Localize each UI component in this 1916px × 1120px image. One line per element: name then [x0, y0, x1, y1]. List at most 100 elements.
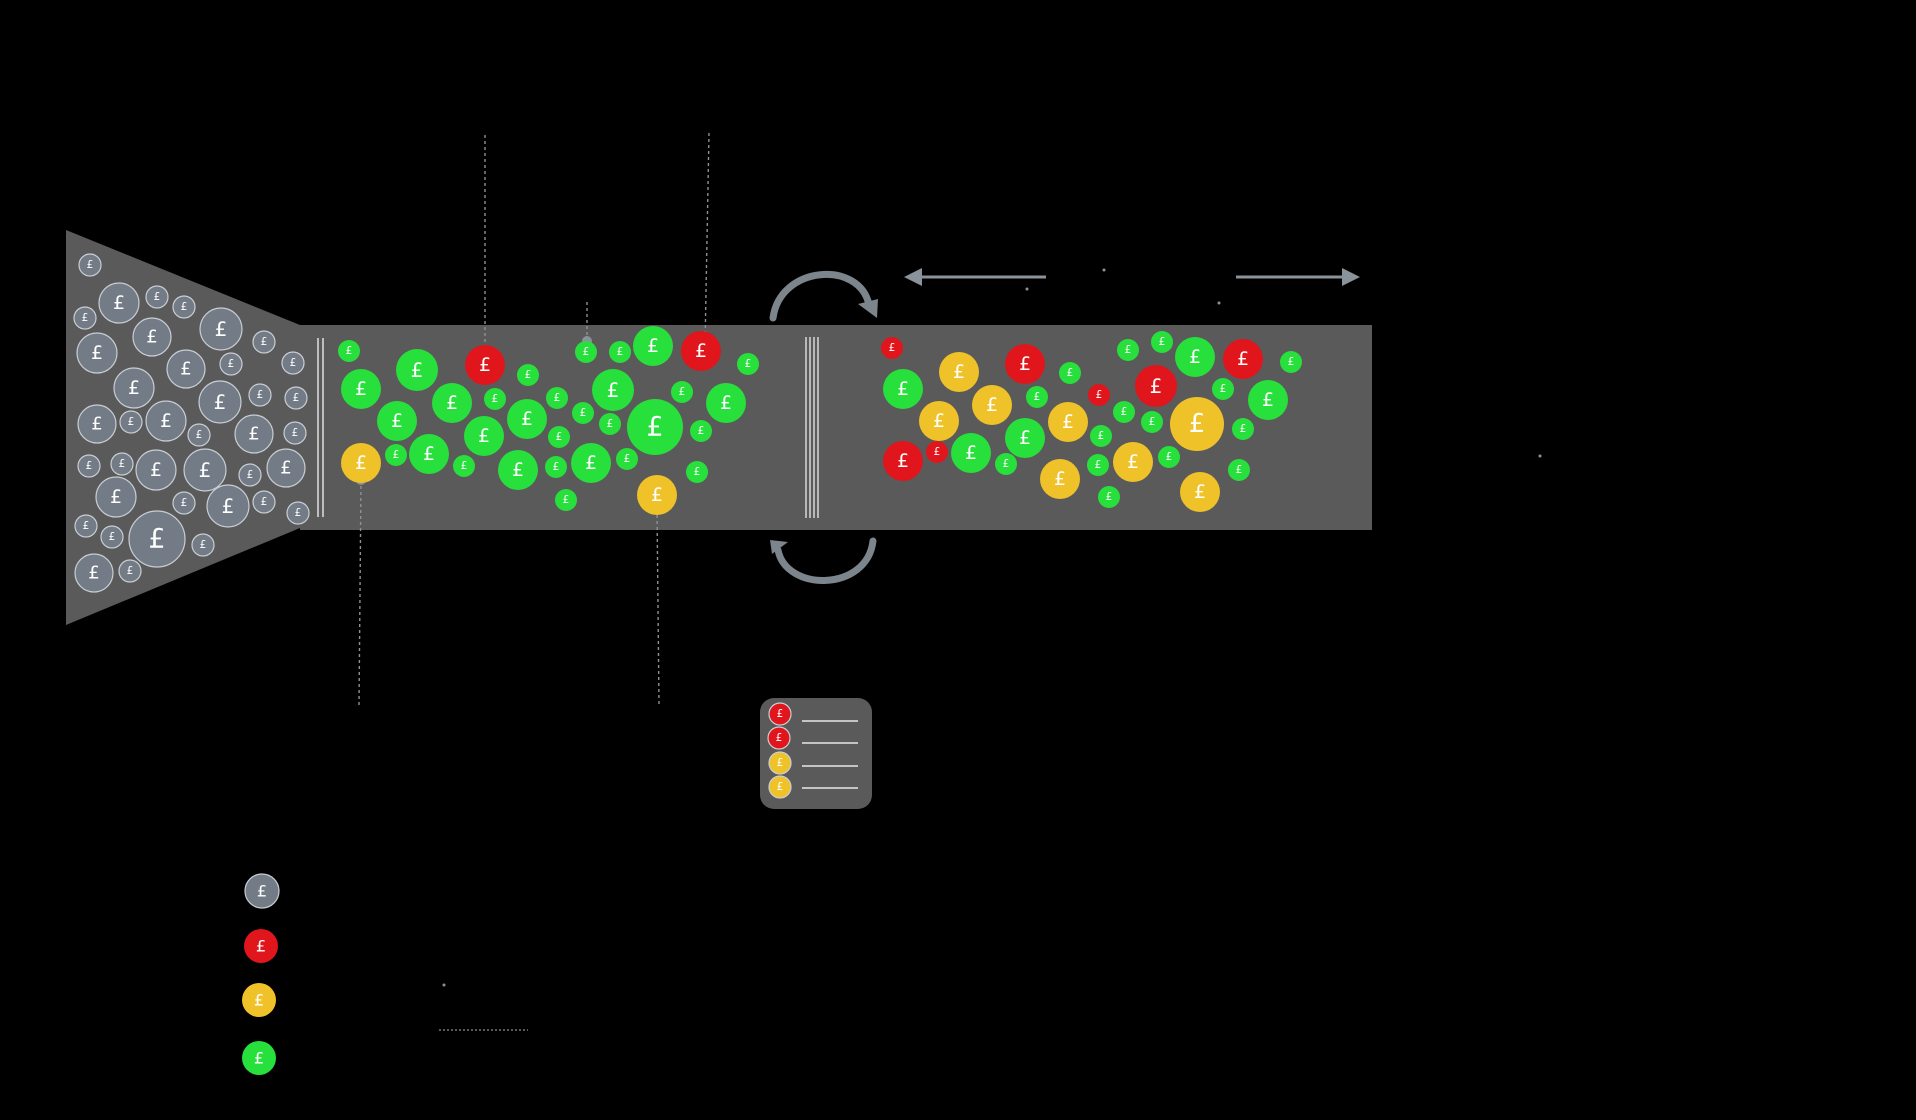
right-pipe-coin-21: £: [1170, 397, 1224, 451]
left-pipe-coin-body-14: [671, 381, 693, 403]
funnel-coin-symbol-29: £: [181, 497, 188, 509]
funnel-coin-body-13: [198, 380, 242, 424]
left-pipe-coin-body-32: [686, 461, 708, 483]
funnel-coin-36: £: [191, 533, 215, 557]
funnel-coin-22: £: [77, 454, 101, 478]
right-pipe-coin-26: £: [995, 453, 1017, 475]
cycle-arrow-heads: [770, 299, 878, 554]
right-pipe-coin-symbol-7: £: [1237, 348, 1249, 370]
key-coin-body-3: [242, 1041, 276, 1075]
right-pipe-coins: £££££££££££££££££££££££££££££££££££: [881, 331, 1302, 512]
left-pipe-coin-symbol-3: £: [525, 369, 532, 381]
right-pipe-coin-body-33: [1098, 486, 1120, 508]
left-pipe-coin-body-33: [555, 489, 577, 511]
right-pipe-coin-symbol-4: £: [1125, 344, 1132, 356]
small-legend-lines: [802, 720, 858, 789]
right-pipe-coin-symbol-18: £: [1062, 411, 1074, 433]
funnel-coin-28: £: [95, 476, 137, 518]
left-pipe-coin-symbol-22: £: [698, 425, 705, 437]
funnel-coin-symbol-14: £: [257, 389, 264, 401]
funnel-coin-15: £: [77, 404, 117, 444]
funnel-coin-body-36: [191, 533, 215, 557]
right-pipe-coin-symbol-6: £: [1189, 346, 1201, 368]
funnel-coin-body-11: [281, 351, 305, 375]
right-pipe-coin-body-7: [1223, 339, 1263, 379]
right-pipe-coin-symbol-14: £: [1220, 383, 1227, 395]
right-pipe-coin-16: £: [919, 401, 959, 441]
funnel-coin-symbol-22: £: [86, 460, 93, 472]
left-pipe-coin-body-31: [616, 448, 638, 470]
right-pipe-coin-symbol-22: £: [1240, 423, 1247, 435]
funnel-coin-body-17: [145, 400, 187, 442]
left-pipe-coins: £££££££££££££££££££££££££££££££££££: [338, 326, 759, 515]
left-pipe-coin-symbol-19: £: [580, 407, 587, 419]
cycle-arrows: [769, 271, 877, 584]
funnel-coin-body-35: [128, 510, 186, 568]
right-pipe-coin-symbol-25: £: [965, 442, 977, 464]
small-legend-coin-1: £: [767, 726, 791, 750]
right-pipe-coin-18: £: [1048, 402, 1088, 442]
left-pipe-coin-7: £: [681, 331, 721, 371]
left-pipe-coin-symbol-1: £: [411, 358, 424, 382]
left-pipe-coin-body-15: [706, 383, 746, 423]
left-pipe-coin-symbol-2: £: [479, 354, 491, 376]
funnel-coin-5: £: [132, 317, 172, 357]
left-pipe-coin-26: £: [453, 455, 475, 477]
funnel-coin-symbol-28: £: [110, 486, 122, 508]
right-pipe-coin-symbol-15: £: [1262, 389, 1274, 411]
left-pipe-coin-symbol-32: £: [694, 466, 701, 478]
funnel-coin-30: £: [252, 490, 276, 514]
funnel-coin-body-33: [74, 514, 98, 538]
right-pipe-coin-13: £: [1135, 365, 1177, 407]
right-pipe-coin-body-5: [1151, 331, 1173, 353]
funnel-coin-symbol-3: £: [181, 301, 188, 313]
funnel-coin-symbol-8: £: [91, 342, 103, 364]
funnel-coin-body-28: [95, 476, 137, 518]
right-pipe-coin-3: £: [1059, 362, 1081, 384]
funnel-coin-body-23: [110, 452, 134, 476]
funnel-coin-12: £: [113, 367, 155, 409]
right-pipe-coin-6: £: [1175, 337, 1215, 377]
right-pipe-coin-body-3: [1059, 362, 1081, 384]
left-pipe-coin-symbol-33: £: [563, 494, 570, 506]
right-pipe-coin-body-20: [1141, 411, 1163, 433]
key-coin-symbol-0: £: [257, 882, 267, 901]
funnel-coin-8: £: [76, 332, 118, 374]
funnel-coin-body-12: [113, 367, 155, 409]
right-pipe-coin-body-34: [1180, 472, 1220, 512]
funnel-coin-3: £: [172, 295, 196, 319]
left-pipe-coin-body-26: [453, 455, 475, 477]
right-pipe-coin-body-21: [1170, 397, 1224, 451]
callout-lines: [358, 132, 710, 706]
funnel-coin-31: £: [206, 484, 250, 528]
right-pipe-coin-symbol-21: £: [1189, 409, 1205, 439]
left-pipe-coin-32: £: [686, 461, 708, 483]
funnel-coin-body-24: [135, 449, 177, 491]
funnel-coin-18: £: [187, 423, 211, 447]
right-pipe-coin-symbol-28: £: [1098, 430, 1105, 442]
right-pipe-coin-symbol-30: £: [1127, 451, 1139, 473]
funnel-coin-19: £: [234, 414, 274, 454]
funnel-coin-6: £: [199, 307, 243, 351]
left-pipe-coin-body-0: [338, 340, 360, 362]
left-pipe-coin-body-7: [681, 331, 721, 371]
funnel-coin-symbol-5: £: [146, 327, 157, 348]
funnel-coin-body-14: [248, 383, 272, 407]
left-pipe-coin-0: £: [338, 340, 360, 362]
funnel-coin-symbol-12: £: [128, 377, 140, 399]
right-pipe-coin-27: £: [1040, 459, 1080, 499]
small-legend-coin-symbol-1: £: [776, 732, 783, 744]
left-pipe-coin-body-4: [575, 341, 597, 363]
left-pipe-coin-body-1: [396, 349, 438, 391]
right-pipe-coin-body-11: [1026, 386, 1048, 408]
funnel-coin-symbol-34: £: [109, 531, 116, 543]
funnel-coin-symbol-33: £: [83, 520, 90, 532]
funnel-coin-37: £: [74, 553, 114, 593]
right-pipe-coin-body-23: [883, 441, 923, 481]
left-pipe-coin-symbol-7: £: [695, 340, 707, 362]
funnel-coin-13: £: [198, 380, 242, 424]
direction-arrow-heads: [904, 268, 1360, 286]
left-pipe-coin-symbol-11: £: [492, 393, 499, 405]
funnel-coin-symbol-16: £: [128, 416, 135, 428]
